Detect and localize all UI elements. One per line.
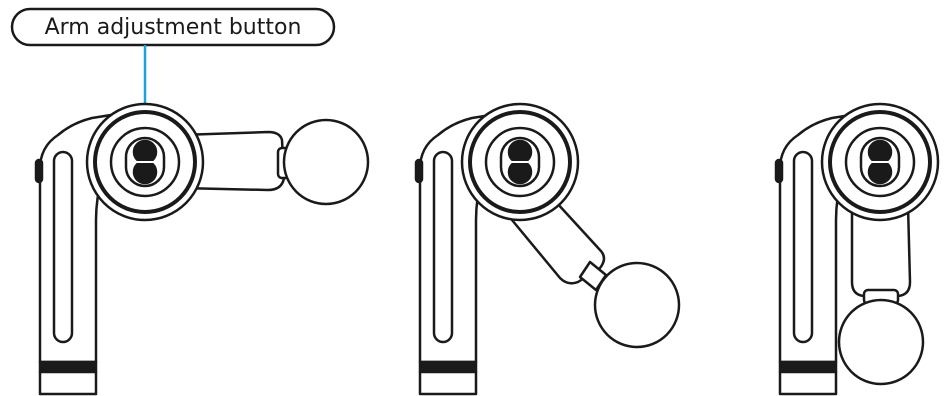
side-button xyxy=(34,158,44,184)
base-foot xyxy=(778,370,838,396)
arm-adjustment-button xyxy=(124,136,166,188)
handle-slot xyxy=(52,150,74,344)
handle-slot xyxy=(432,150,454,344)
handle-slot xyxy=(792,150,814,344)
device-figure-arm-diagonal xyxy=(414,102,681,396)
arm-adjustment-callout: Arm adjustment button xyxy=(10,7,336,161)
base-foot xyxy=(418,370,478,396)
base-foot xyxy=(38,370,98,396)
arm-neck xyxy=(578,260,608,292)
callout-label: Arm adjustment button xyxy=(45,15,302,40)
base-band xyxy=(418,360,478,374)
side-button xyxy=(414,158,424,184)
callout-bubble xyxy=(10,7,336,47)
device-figure-arm-vertical xyxy=(774,102,940,396)
base-band xyxy=(778,360,838,374)
base-band xyxy=(38,360,98,374)
massage-head xyxy=(837,298,925,386)
massage-head xyxy=(593,261,681,349)
arm-adjustment-button xyxy=(859,136,901,188)
device-figure-arm-horizontal xyxy=(34,102,370,396)
arm-adjustment-button xyxy=(499,136,541,188)
side-button xyxy=(774,158,784,184)
massage-head xyxy=(282,118,370,206)
